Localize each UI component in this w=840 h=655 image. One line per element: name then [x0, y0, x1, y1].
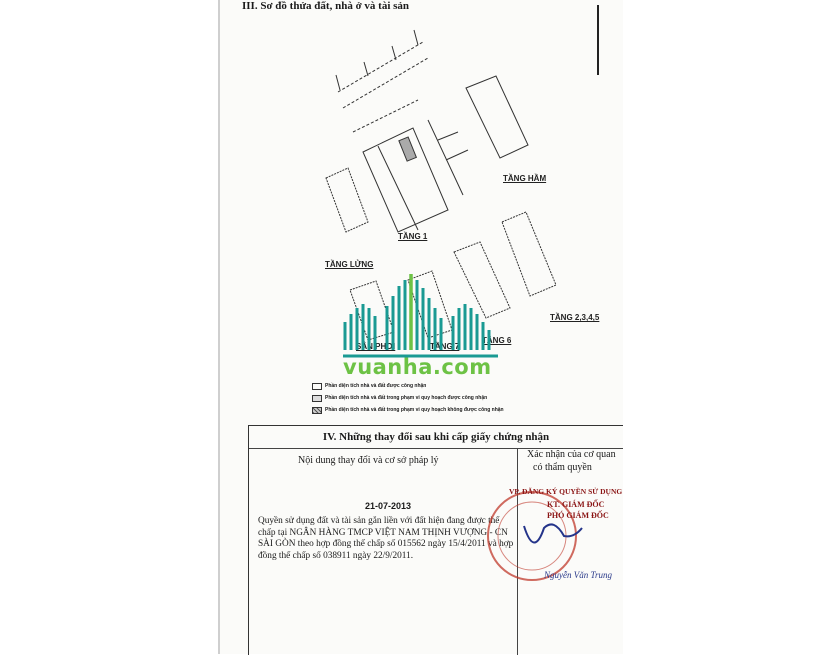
floor-label-basement: TẦNG HẦM	[503, 174, 547, 183]
legend-swatch-not-recognized	[312, 407, 322, 414]
legend-label: Phần diện tích nhà và đất được công nhận	[325, 383, 427, 389]
floor-label-mezzanine: TẦNG LỬNG	[325, 260, 374, 269]
floor-plan-sketch	[325, 5, 599, 341]
floor-label-2345: TẦNG 2,3,4,5	[550, 313, 600, 322]
legend-item: Phần diện tích nhà và đất được công nhận	[312, 383, 426, 390]
watermark-logo-icon	[343, 274, 498, 358]
signature	[523, 523, 583, 544]
changes-table: IV. Những thay đổi sau khi cấp giấy chứn…	[248, 425, 623, 655]
legend-swatch-recognized	[312, 383, 322, 390]
column-divider	[517, 448, 518, 655]
kt-director: KT. GIÁM ĐỐC	[547, 500, 605, 509]
signer-name: Nguyễn Văn Trung	[544, 570, 613, 580]
floor-label-1: TẦNG 1	[398, 232, 428, 241]
column-header-confirm-2: có thẩm quyền	[533, 462, 592, 473]
red-stamp	[487, 491, 583, 581]
floor-label-6: TẦNG 6	[482, 336, 512, 345]
office-name: VP. ĐĂNG KÝ QUYỀN SỬ DỤNG	[509, 487, 623, 496]
section-3-title: III. Sơ đồ thửa đất, nhà ở và tài sản	[242, 0, 410, 12]
watermark-text: vuanha.com	[343, 355, 492, 379]
legend-item: Phần diện tích nhà và đất trong phạm vi …	[312, 407, 504, 414]
change-content: Quyền sử dụng đất và tài sản gắn liền vớ…	[258, 516, 514, 561]
change-date: 21-07-2013	[365, 501, 412, 511]
section-4-title: IV. Những thay đổi sau khi cấp giấy chứn…	[249, 426, 623, 449]
legend-label: Phần diện tích nhà và đất trong phạm vi …	[325, 407, 504, 413]
deputy-director: PHÓ GIÁM ĐỐC	[547, 511, 609, 520]
legend-item: Phần diện tích nhà và đất trong phạm vi …	[312, 395, 487, 402]
legend-label: Phần diện tích nhà và đất trong phạm vi …	[325, 395, 488, 401]
document-page	[218, 0, 623, 654]
column-header-confirm: Xác nhận của cơ quan	[527, 449, 616, 460]
floor-label-7: TẦNG 7	[430, 342, 460, 351]
legend-swatch-planned	[312, 395, 322, 402]
column-header-content: Nội dung thay đổi và cơ sở pháp lý	[298, 455, 439, 466]
